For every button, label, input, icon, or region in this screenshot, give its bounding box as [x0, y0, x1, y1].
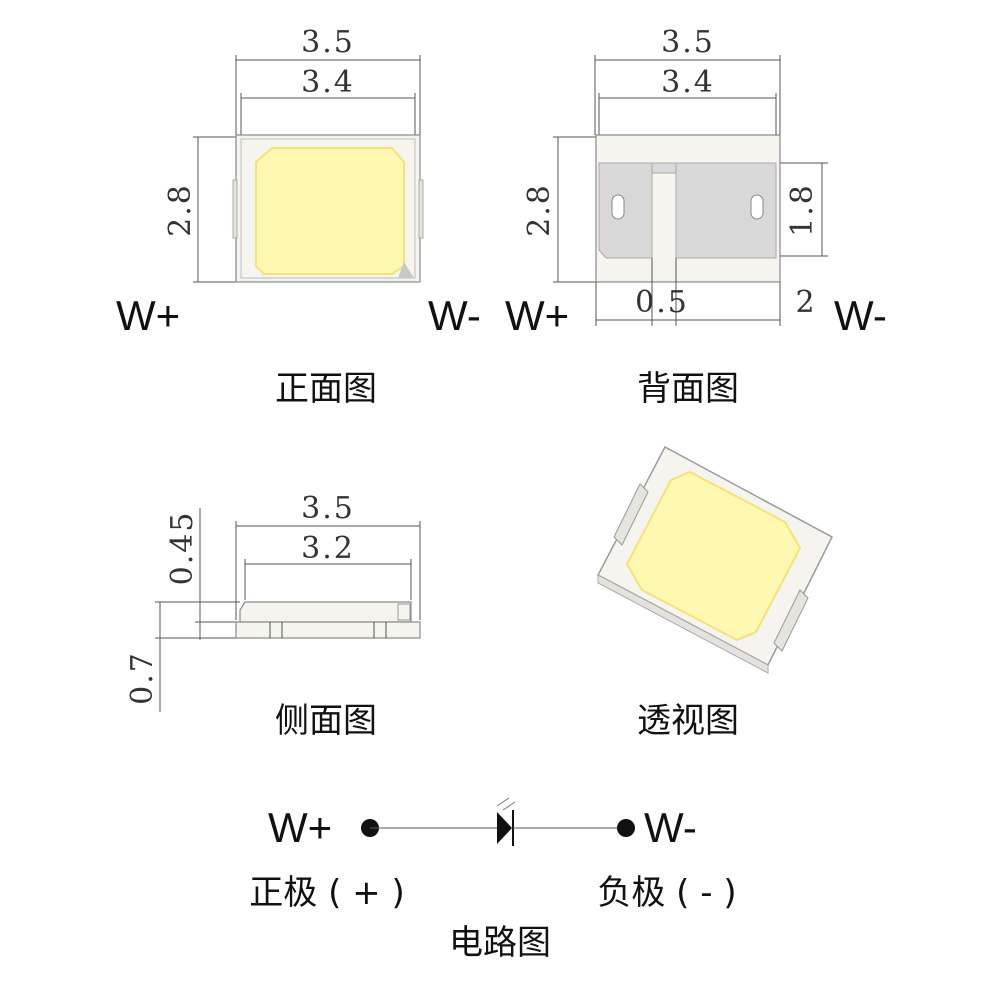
side-top-height-label: 0.45: [165, 511, 200, 586]
back-pad-hole-left: [611, 194, 625, 220]
perspective-emitter: [625, 470, 802, 642]
polarity-mark: [398, 262, 414, 278]
side-view: 3.5 3.2 0.45 0.7 侧面图: [125, 491, 421, 741]
circuit-title: 电路图: [449, 923, 551, 963]
front-width-inner-label: 3.4: [301, 65, 355, 100]
front-width-outer-label: 3.5: [301, 25, 355, 60]
back-width-inner-label: 3.4: [661, 65, 715, 100]
back-width-outer-label: 3.5: [661, 25, 715, 60]
perspective-led-edge: [597, 574, 769, 674]
circuit-diagram: W+ W- 正极 ( + ) 负极 ( - ) 电路图: [249, 797, 737, 963]
perspective-tab-right: [773, 589, 809, 652]
front-side-tab-left: [232, 179, 238, 239]
back-pad-bridge: [651, 162, 677, 174]
diode-triangle: [497, 812, 512, 844]
back-pad-offset-label: 2: [795, 285, 816, 320]
side-led-top: [239, 601, 412, 623]
back-gap-label: 0.5: [635, 285, 689, 320]
back-cathode-label: W-: [834, 292, 887, 339]
front-cathode-label: W-: [428, 292, 481, 339]
light-ray-icon: [502, 801, 516, 811]
front-led-rim: [240, 138, 416, 279]
back-pad-height-label: 1.8: [785, 183, 820, 237]
back-view-title: 背面图: [637, 369, 739, 409]
back-anode-label: W+: [505, 292, 569, 339]
back-pad-anode: [598, 162, 653, 259]
side-width-outer-label: 3.5: [301, 491, 355, 526]
front-height-label: 2.8: [163, 183, 198, 237]
back-view: 3.5 3.4 2.8 1.8 0.5 2 W+ W- 背面图: [505, 25, 887, 409]
back-pad-cathode: [675, 162, 777, 259]
front-anode-label: W+: [116, 292, 180, 339]
perspective-view-title: 透视图: [637, 701, 739, 741]
anode-polarity-text: 正极 ( + ): [249, 873, 404, 913]
light-ray-icon: [496, 797, 510, 807]
side-width-inner-label: 3.2: [301, 531, 355, 566]
circuit-cathode-label: W-: [644, 804, 697, 851]
front-view: 3.5 3.4 2.8 W+ W- 正面图: [116, 25, 481, 409]
side-total-height-label: 0.7: [125, 651, 160, 705]
perspective-tab-left: [613, 483, 649, 546]
side-view-title: 侧面图: [275, 701, 377, 741]
side-led-base: [235, 621, 421, 639]
front-side-tab-right: [418, 179, 424, 239]
cathode-terminal: [617, 819, 635, 837]
side-corner-mark: [397, 603, 411, 621]
perspective-view: 透视图: [596, 445, 833, 741]
circuit-anode-label: W+: [268, 804, 332, 851]
back-height-label: 2.8: [522, 183, 557, 237]
cathode-polarity-text: 负极 ( - ): [597, 873, 736, 913]
back-pad-hole-right: [750, 194, 764, 220]
front-view-title: 正面图: [275, 369, 377, 409]
front-emitter: [255, 147, 405, 275]
